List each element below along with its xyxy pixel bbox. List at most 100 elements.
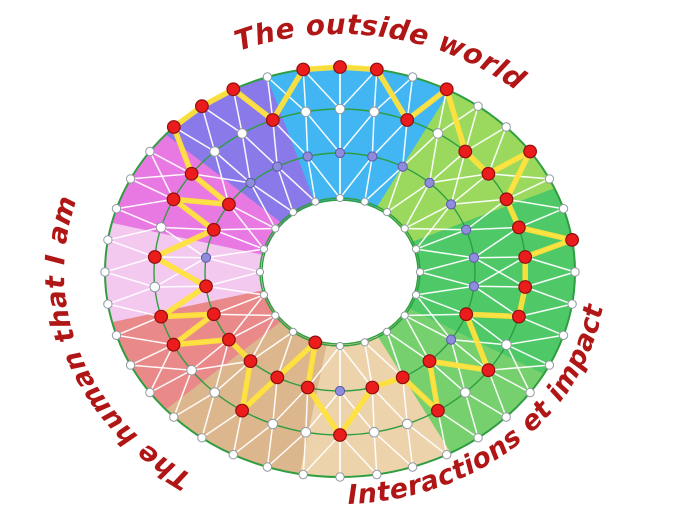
node-ring2[interactable] (245, 177, 256, 188)
node-ring3[interactable] (400, 311, 409, 320)
node-ring2[interactable] (461, 224, 472, 235)
node-ring0[interactable] (407, 72, 418, 82)
selected-node[interactable] (523, 144, 537, 159)
selected-node[interactable] (194, 99, 209, 114)
selected-node[interactable] (439, 82, 454, 97)
node-ring2[interactable] (302, 151, 313, 162)
selected-node[interactable] (154, 309, 169, 324)
node-ring1[interactable] (186, 364, 197, 376)
node-ring1[interactable] (501, 339, 512, 351)
selected-node[interactable] (199, 279, 213, 294)
node-ring2[interactable] (468, 281, 480, 292)
node-ring0[interactable] (442, 450, 452, 460)
node-ring1[interactable] (368, 106, 380, 118)
selected-node[interactable] (206, 307, 221, 322)
selected-node[interactable] (333, 60, 347, 74)
node-ring3[interactable] (259, 245, 268, 254)
node-ring0[interactable] (145, 387, 155, 398)
node-ring0[interactable] (501, 412, 511, 422)
node-ring1[interactable] (267, 418, 279, 430)
node-ring1[interactable] (401, 418, 413, 430)
selected-node[interactable] (270, 370, 285, 385)
node-ring2[interactable] (334, 147, 346, 159)
selected-node[interactable] (422, 354, 437, 369)
selected-node[interactable] (369, 62, 384, 77)
selected-node[interactable] (499, 192, 514, 207)
node-ring3[interactable] (360, 338, 369, 347)
node-ring1[interactable] (334, 103, 346, 115)
selected-node[interactable] (147, 250, 162, 264)
node-ring0[interactable] (473, 101, 483, 111)
selected-node[interactable] (481, 166, 496, 181)
node-ring1[interactable] (300, 426, 312, 438)
node-ring2[interactable] (446, 199, 457, 210)
selected-node[interactable] (226, 82, 241, 97)
node-ring0[interactable] (197, 433, 207, 443)
selected-node[interactable] (458, 144, 473, 159)
selected-node[interactable] (395, 370, 410, 385)
node-ring3[interactable] (415, 267, 425, 277)
selected-node[interactable] (243, 354, 258, 369)
selected-node[interactable] (221, 197, 236, 212)
node-ring2[interactable] (334, 385, 346, 397)
node-ring0[interactable] (558, 204, 569, 214)
node-ring3[interactable] (360, 197, 369, 206)
selected-node[interactable] (300, 380, 315, 395)
node-ring2[interactable] (424, 177, 435, 188)
selected-node[interactable] (518, 280, 533, 294)
node-ring3[interactable] (259, 290, 268, 299)
node-ring3[interactable] (382, 208, 392, 217)
selected-node[interactable] (518, 250, 533, 264)
node-ring3[interactable] (382, 327, 392, 336)
node-ring3[interactable] (271, 224, 280, 233)
node-ring1[interactable] (460, 387, 471, 398)
node-ring0[interactable] (262, 462, 273, 472)
selected-node[interactable] (235, 403, 250, 418)
selected-node[interactable] (459, 307, 474, 322)
node-ring3[interactable] (412, 245, 421, 254)
node-ring0[interactable] (228, 450, 239, 460)
node-ring1[interactable] (368, 426, 380, 438)
node-ring3[interactable] (311, 197, 320, 206)
node-ring0[interactable] (372, 469, 382, 480)
node-ring1[interactable] (432, 128, 444, 139)
node-ring3[interactable] (400, 224, 409, 233)
node-ring0[interactable] (125, 174, 136, 184)
node-ring2[interactable] (200, 252, 212, 263)
node-ring1[interactable] (209, 146, 220, 157)
node-ring3[interactable] (412, 290, 421, 299)
node-ring0[interactable] (570, 267, 580, 277)
selected-node[interactable] (365, 380, 380, 395)
selected-node[interactable] (308, 335, 323, 350)
selected-node[interactable] (565, 232, 579, 247)
selected-node[interactable] (166, 192, 181, 207)
node-ring0[interactable] (100, 267, 110, 277)
node-ring0[interactable] (111, 330, 122, 340)
selected-node[interactable] (184, 166, 199, 181)
node-ring1[interactable] (236, 128, 248, 139)
selected-node[interactable] (296, 62, 311, 77)
node-ring0[interactable] (262, 72, 273, 82)
node-ring0[interactable] (567, 299, 577, 309)
selected-node[interactable] (481, 363, 496, 378)
selected-node[interactable] (333, 428, 347, 442)
node-ring2[interactable] (367, 151, 378, 162)
node-ring0[interactable] (558, 330, 569, 340)
node-ring2[interactable] (397, 161, 408, 172)
node-ring1[interactable] (149, 281, 161, 293)
node-ring0[interactable] (145, 146, 155, 157)
selected-node[interactable] (166, 120, 181, 134)
node-ring0[interactable] (501, 122, 511, 132)
node-ring3[interactable] (271, 311, 280, 320)
selected-node[interactable] (265, 113, 280, 127)
node-ring3[interactable] (335, 341, 345, 351)
node-ring0[interactable] (407, 462, 418, 472)
selected-node[interactable] (206, 222, 221, 237)
selected-node[interactable] (400, 113, 415, 127)
node-ring0[interactable] (111, 204, 122, 214)
node-ring0[interactable] (544, 360, 555, 370)
selected-node[interactable] (166, 337, 181, 352)
node-ring0[interactable] (544, 174, 555, 184)
node-ring0[interactable] (103, 299, 113, 309)
selected-node[interactable] (512, 220, 526, 235)
